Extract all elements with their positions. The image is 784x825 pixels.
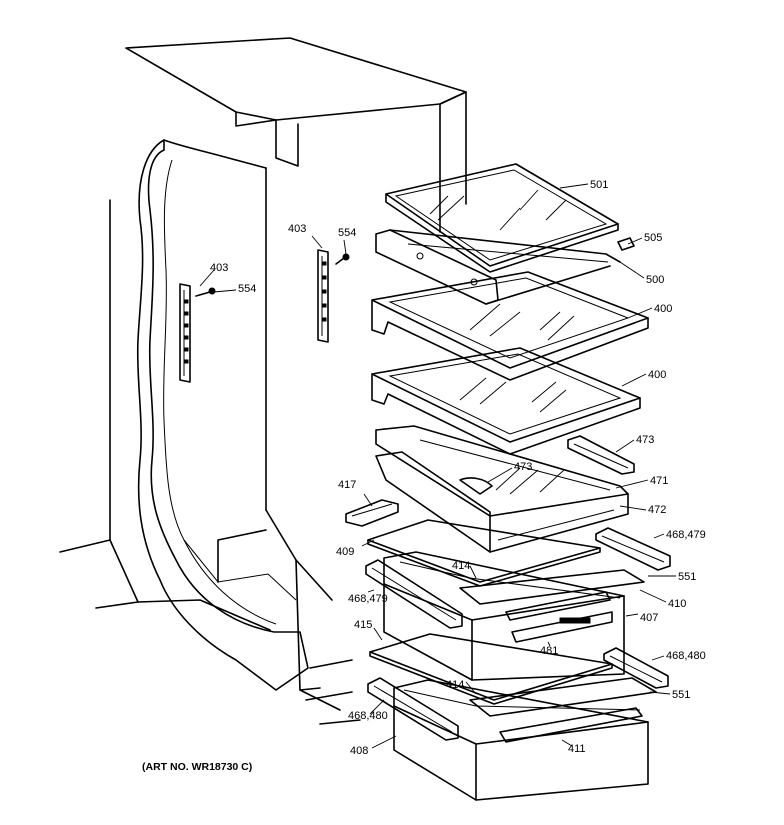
callout-468-480-left: 468,480	[348, 710, 388, 722]
slide-rail-473	[567, 435, 635, 475]
callout-403-left: 403	[210, 262, 228, 274]
glass-shelf-501	[385, 163, 619, 273]
slide-rail-417	[345, 499, 399, 527]
slide-rail-468-479-right	[595, 527, 671, 571]
shelf-frame-500	[375, 229, 621, 305]
callout-472: 472	[648, 504, 666, 516]
cabinet-outline	[59, 37, 467, 725]
leader-lines	[199, 183, 676, 749]
callout-414-lower: 414	[446, 679, 464, 691]
callout-501: 501	[590, 179, 608, 191]
callout-551-lower: 551	[672, 689, 690, 701]
shelf-screw-left	[195, 287, 216, 297]
glass-shelf-400-lower	[371, 347, 641, 455]
callout-403-right: 403	[288, 223, 306, 235]
callout-410: 410	[668, 598, 686, 610]
callout-500: 500	[646, 274, 664, 286]
callout-481: 481	[540, 645, 558, 657]
callout-414-upper: 414	[452, 560, 470, 572]
callout-473-center: 473	[514, 461, 532, 473]
callout-554-left: 554	[238, 283, 256, 295]
callout-400-lower: 400	[648, 369, 666, 381]
callout-409: 409	[336, 546, 354, 558]
shelf-screw-right	[335, 253, 350, 265]
slide-rail-468-480-right	[603, 647, 669, 689]
callout-471: 471	[650, 475, 668, 487]
shelf-support-left	[179, 283, 191, 383]
callout-411: 411	[568, 743, 586, 755]
glass-shelf-400-upper	[371, 271, 649, 381]
slide-rail-468-480-left	[367, 677, 459, 741]
drawer-frame-414-lower	[469, 677, 657, 717]
crisper-cover-471	[375, 425, 629, 517]
drawer-frame-410	[459, 569, 645, 605]
callout-408: 408	[350, 745, 368, 757]
callout-505: 505	[644, 232, 662, 244]
slide-rail-468-479-left	[365, 559, 463, 629]
callout-415: 415	[354, 619, 372, 631]
shelf-end-cap-505	[617, 237, 635, 251]
callout-labels: 501 505 500 400 400 473 473 471 472 417 …	[142, 179, 706, 773]
callout-400-upper: 400	[654, 303, 672, 315]
shelf-support-right	[317, 249, 329, 343]
callout-468-479-left: 468,479	[348, 593, 388, 605]
callout-554-right: 554	[338, 227, 356, 239]
callout-407: 407	[640, 612, 658, 624]
callout-468-479-right: 468,479	[666, 529, 706, 541]
drawer-lower-408	[393, 679, 649, 801]
callout-468-480-right: 468,480	[666, 650, 706, 662]
callout-551-upper: 551	[678, 571, 696, 583]
callout-473-right: 473	[636, 434, 654, 446]
callout-417: 417	[338, 479, 356, 491]
art-number: (ART NO. WR18730 C)	[142, 761, 252, 773]
